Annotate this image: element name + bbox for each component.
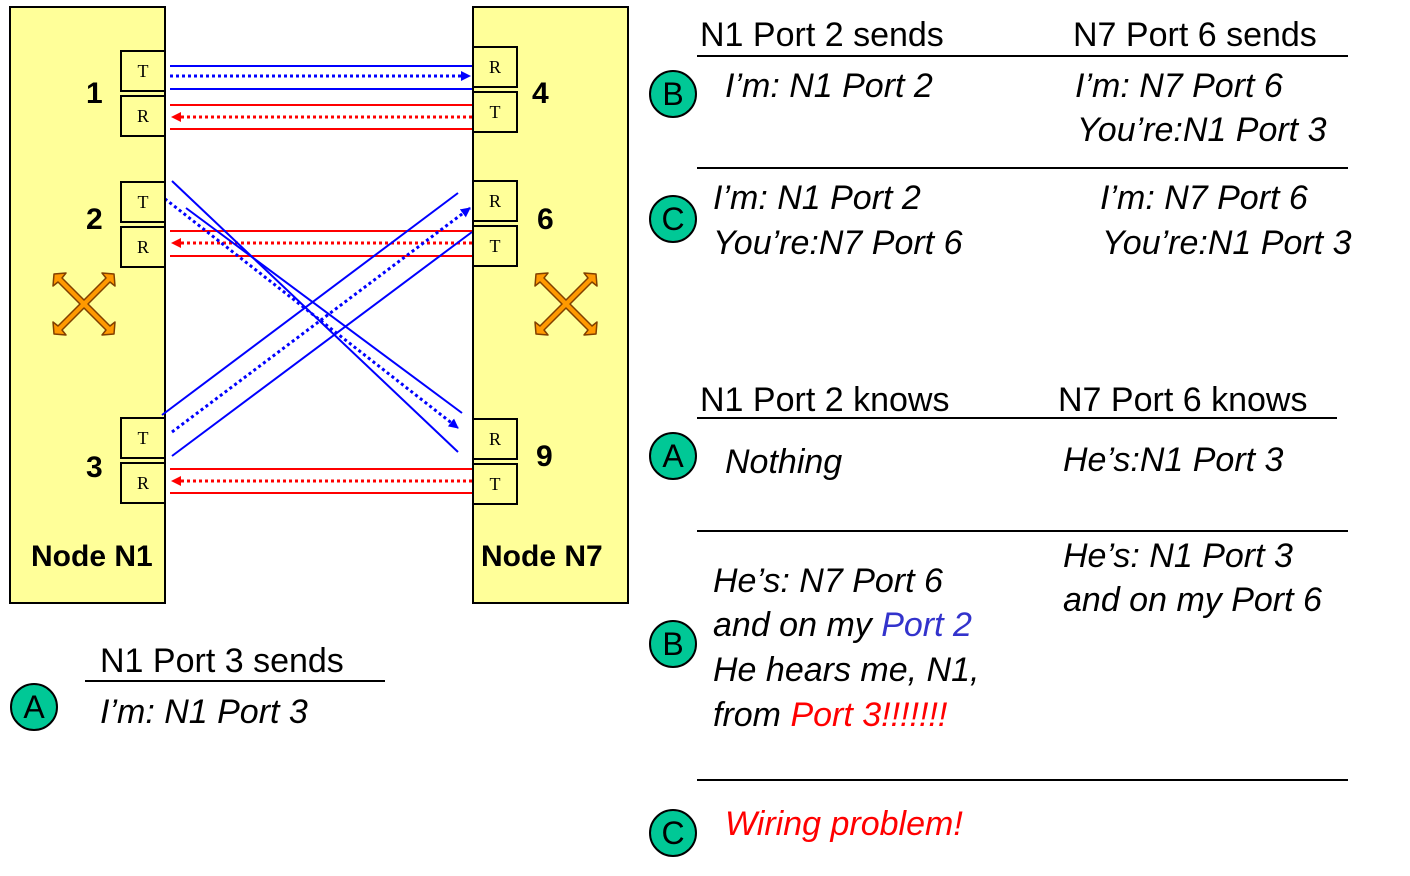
divider-knows-a [697, 530, 1348, 532]
n7-port6-receive: R [472, 180, 518, 222]
knows-b-left-line1: He’s: N7 Port 6 [713, 562, 943, 600]
step-marker-a: A [10, 683, 58, 731]
sends-c-right-line1: I’m: N7 Port 6 [1100, 179, 1308, 217]
sends-c-left-line1: I’m: N1 Port 2 [713, 179, 921, 217]
port-3-highlight: Port 3!!!!!!! [790, 696, 948, 734]
swap-icon-n1 [52, 272, 116, 336]
node-n7-label: Node N7 [481, 540, 603, 573]
n7-port4-transmit: T [472, 91, 518, 133]
knows-b-right-line1: He’s: N1 Port 3 [1063, 537, 1293, 575]
n1-port3-transmit: T [120, 417, 166, 459]
knows-b-left-line3: He hears me, N1, [713, 651, 980, 689]
knows-a-right: He’s:N1 Port 3 [1063, 441, 1284, 479]
node-n1-label: Node N1 [31, 540, 153, 573]
knows-b-right-line2: and on my Port 6 [1063, 581, 1322, 619]
sends-c-right-line2: You’re:N1 Port 3 [1102, 224, 1352, 262]
n7-port9-transmit: T [472, 463, 518, 505]
sends-b-left: I’m: N1 Port 2 [725, 67, 933, 105]
n7-port6-sends-header: N7 Port 6 sends [1073, 16, 1317, 54]
port-number-3: 3 [86, 451, 103, 484]
n1-port2-receive: R [120, 226, 166, 268]
arrow-3-to-6 [171, 206, 471, 434]
divider-sends-header [697, 55, 1348, 57]
port-number-9: 9 [536, 440, 553, 473]
step-marker-b-knows: B [649, 620, 697, 668]
step-marker-c-knows: C [649, 809, 697, 857]
wire-3-6-b [171, 231, 473, 457]
n7-port9-receive: R [472, 418, 518, 460]
wiring-problem-text: Wiring problem! [725, 805, 963, 843]
divider-sends-b [697, 167, 1348, 169]
knows-b-left-line2: and on my Port 2 [713, 603, 972, 647]
n1-port1-receive: R [120, 95, 166, 137]
sends-b-right-line2: You’re:N1 Port 3 [1077, 111, 1327, 149]
port-number-1: 1 [86, 77, 103, 110]
knows-a-left: Nothing [725, 443, 843, 481]
step-marker-b: B [649, 70, 697, 118]
divider-bottom-left [85, 680, 385, 682]
port-2-highlight: Port 2 [881, 606, 972, 644]
n1-port2-transmit: T [120, 181, 166, 223]
n1-port2-knows-header: N1 Port 2 knows [700, 381, 950, 419]
knows-b-left-line2-text: and on my [713, 606, 882, 644]
swap-icon-n7 [534, 272, 598, 336]
step-marker-a-knows: A [649, 432, 697, 480]
sends-c-left-line2: You’re:N7 Port 6 [713, 224, 963, 262]
n7-port4-receive: R [472, 46, 518, 88]
n1-port3-message: I’m: N1 Port 3 [100, 693, 308, 731]
n1-port3-sends-header: N1 Port 3 sends [100, 642, 344, 680]
wire-2-9-a [171, 180, 459, 453]
wire-2-9-b [185, 207, 463, 414]
port-number-2: 2 [86, 203, 103, 236]
divider-knows-b [697, 779, 1348, 781]
n1-port2-sends-header: N1 Port 2 sends [700, 16, 944, 54]
n7-port6-knows-header: N7 Port 6 knows [1058, 381, 1308, 419]
knows-b-left-line4: from Port 3!!!!!!! [713, 693, 947, 737]
knows-b-left-line4-text: from [713, 696, 791, 734]
step-marker-c: C [649, 195, 697, 243]
wire-3-6-a [161, 192, 459, 416]
n1-port1-transmit: T [120, 50, 166, 92]
port-number-6: 6 [537, 203, 554, 236]
n1-port3-receive: R [120, 462, 166, 504]
n7-port6-transmit: T [472, 225, 518, 267]
port-number-4: 4 [532, 77, 549, 110]
sends-b-right-line1: I’m: N7 Port 6 [1075, 67, 1283, 105]
divider-knows-header [697, 417, 1337, 419]
